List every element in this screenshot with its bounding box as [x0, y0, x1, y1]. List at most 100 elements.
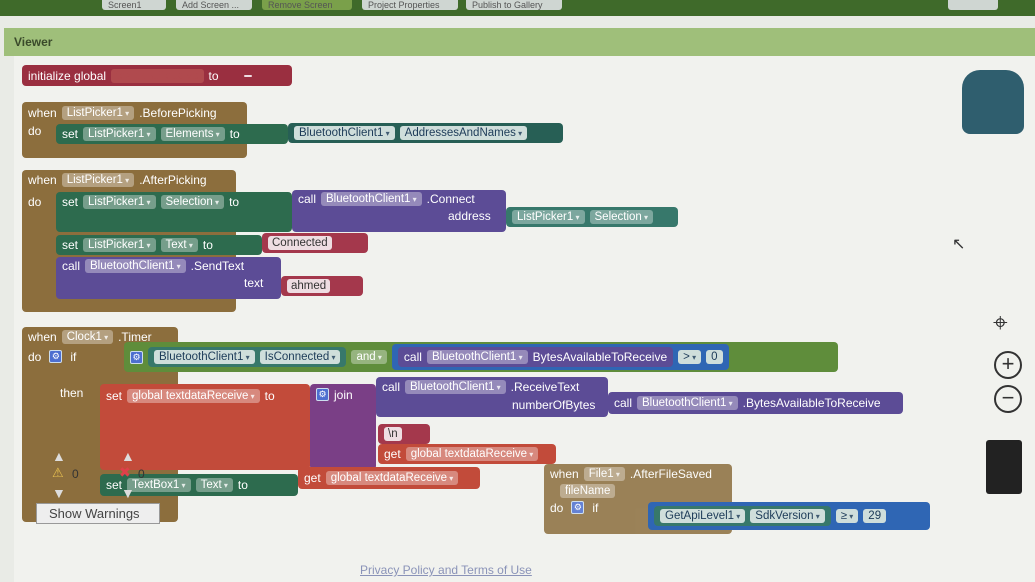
get-selection-block[interactable]: ListPicker1 Selection — [506, 207, 678, 227]
component-dropdown[interactable]: BluetoothClient1 — [85, 259, 186, 273]
set-textbox-block[interactable]: setTextBox1Textto — [100, 474, 298, 496]
call-bytes-available[interactable]: call BluetoothClient1 BytesAvailableToRece… — [397, 347, 674, 367]
var-name-field[interactable]: textdataReceive — [111, 68, 204, 83]
init-global-block[interactable]: initialize global textdataReceive to — [22, 65, 292, 86]
add-screen-button[interactable]: Add Screen ... — [176, 0, 252, 10]
property-dropdown[interactable]: Text — [160, 238, 198, 252]
publish-gallery-button[interactable]: Publish to Gallery — [466, 0, 562, 10]
compare-block[interactable]: call BluetoothClient1 BytesAvailableToRece… — [391, 344, 729, 370]
warning-next-arrow-icon[interactable]: ▼ — [52, 485, 66, 501]
property-dropdown[interactable]: Elements — [160, 127, 225, 141]
component-dropdown[interactable]: TextBox1 — [127, 478, 191, 492]
empty-string[interactable] — [243, 74, 252, 77]
error-prev-arrow-icon[interactable]: ▲ — [121, 448, 135, 464]
variable-dropdown[interactable]: global textdataReceive — [127, 389, 260, 403]
string-connected[interactable]: Connected — [262, 233, 368, 253]
component-dropdown[interactable]: ListPicker1 — [512, 210, 585, 224]
show-warnings-button[interactable]: Show Warnings — [36, 503, 160, 524]
component-dropdown[interactable]: BluetoothClient1 — [294, 126, 395, 140]
property-dropdown[interactable]: AddressesAndNames — [399, 126, 528, 140]
viewer-header: Viewer — [4, 28, 1035, 56]
mutator-gear-icon[interactable]: ⚙ — [316, 388, 329, 401]
param-field[interactable]: fileName — [560, 484, 616, 498]
component-dropdown[interactable]: ListPicker1 — [83, 195, 156, 209]
method-name: .Connect — [426, 192, 475, 206]
zoom-out-icon[interactable]: − — [994, 385, 1022, 413]
warning-icon: ⚠ — [52, 465, 64, 480]
and-block[interactable]: ⚙ BluetoothClient1 IsConnected and call Bl… — [124, 342, 838, 372]
warning-prev-arrow-icon[interactable]: ▲ — [52, 448, 66, 464]
property-dropdown[interactable]: Selection — [589, 210, 654, 224]
string-ahmed[interactable]: ahmed — [281, 276, 363, 296]
method-name: BytesAvailableToReceive — [532, 350, 668, 364]
mutator-gear-icon[interactable]: ⚙ — [130, 350, 143, 364]
join-block[interactable]: ⚙join — [310, 384, 376, 470]
kw: initialize global — [28, 68, 107, 83]
remove-screen-button[interactable]: Remove Screen — [262, 0, 352, 10]
component-dropdown[interactable]: ListPicker1 — [61, 173, 135, 187]
top-right-button[interactable] — [948, 0, 998, 10]
kw: call — [298, 192, 317, 206]
backpack-icon[interactable] — [962, 70, 1024, 134]
compare-sdk-block[interactable]: GetApiLevel1 SdkVersion ≥ 29 — [648, 502, 930, 530]
privacy-terms-link[interactable]: Privacy Policy and Terms of Use — [360, 563, 532, 577]
screen-dropdown[interactable]: Screen1 — [102, 0, 166, 10]
op-dropdown[interactable]: and — [351, 350, 387, 364]
zoom-in-icon[interactable]: + — [994, 351, 1022, 379]
center-target-icon[interactable]: ⌖ — [993, 307, 1008, 337]
component-dropdown[interactable]: ListPicker1 — [61, 106, 135, 120]
property-dropdown[interactable]: SdkVersion — [750, 509, 825, 523]
number-value[interactable]: 0 — [706, 350, 723, 364]
kw: call — [614, 396, 633, 410]
string-value[interactable]: \n — [384, 427, 402, 441]
mutator-gear-icon[interactable]: ⚙ — [571, 501, 585, 514]
component-dropdown[interactable]: ListPicker1 — [83, 127, 156, 141]
string-newline[interactable]: \n — [378, 424, 430, 444]
string-value[interactable]: ahmed — [287, 279, 331, 293]
get-isconnected[interactable]: BluetoothClient1 IsConnected — [148, 347, 347, 367]
component-dropdown[interactable]: GetApiLevel1 — [660, 509, 746, 523]
call-bytes-available-2[interactable]: callBluetoothClient1.BytesAvailableToRec… — [608, 392, 903, 414]
op-dropdown[interactable]: > — [678, 350, 702, 364]
trash-icon[interactable] — [986, 440, 1022, 494]
property-dropdown[interactable]: Text — [195, 478, 233, 492]
kw: do — [28, 350, 42, 364]
component-dropdown[interactable]: BluetoothClient1 — [405, 380, 506, 394]
component-dropdown[interactable]: BluetoothClient1 — [321, 192, 422, 206]
get-addresses-block[interactable]: BluetoothClient1 AddressesAndNames — [288, 123, 563, 143]
variable-dropdown[interactable]: global textdataReceive — [405, 447, 539, 461]
kw: call — [403, 350, 422, 364]
kw: call — [62, 259, 81, 273]
set-selection-block[interactable]: setListPicker1Selectionto — [56, 192, 292, 232]
component-dropdown[interactable]: BluetoothClient1 — [426, 350, 528, 364]
number-value[interactable]: 29 — [863, 509, 887, 523]
mouse-cursor-icon: ↖ — [952, 236, 966, 253]
error-next-arrow-icon[interactable]: ▼ — [121, 485, 135, 501]
string-value[interactable]: Connected — [268, 236, 332, 250]
kw: get — [304, 471, 321, 485]
set-elements-block[interactable]: setListPicker1Elementsto — [56, 124, 288, 144]
get-global-block-2[interactable]: get global textdataReceive — [298, 467, 480, 489]
mutator-gear-icon[interactable]: ⚙ — [49, 350, 63, 363]
component-dropdown[interactable]: ListPicker1 — [83, 238, 156, 252]
component-dropdown[interactable]: BluetoothClient1 — [154, 350, 255, 364]
kw: to — [229, 195, 240, 209]
property-dropdown[interactable]: IsConnected — [259, 350, 341, 364]
op-dropdown[interactable]: ≥ — [835, 509, 859, 523]
property-dropdown[interactable]: Selection — [160, 195, 225, 209]
component-dropdown[interactable]: File1 — [583, 467, 625, 481]
variable-dropdown[interactable]: global textdataReceive — [325, 471, 459, 485]
kw: to — [208, 68, 219, 83]
component-dropdown[interactable]: BluetoothClient1 — [637, 396, 738, 410]
set-text-block[interactable]: setListPicker1Textto — [56, 235, 262, 255]
project-properties-button[interactable]: Project Properties — [362, 0, 458, 10]
method-name: .ReceiveText — [510, 380, 580, 394]
get-sdk-version[interactable]: GetApiLevel1 SdkVersion — [654, 506, 831, 526]
kw: set — [62, 238, 79, 252]
component-dropdown[interactable]: Clock1 — [61, 330, 114, 344]
